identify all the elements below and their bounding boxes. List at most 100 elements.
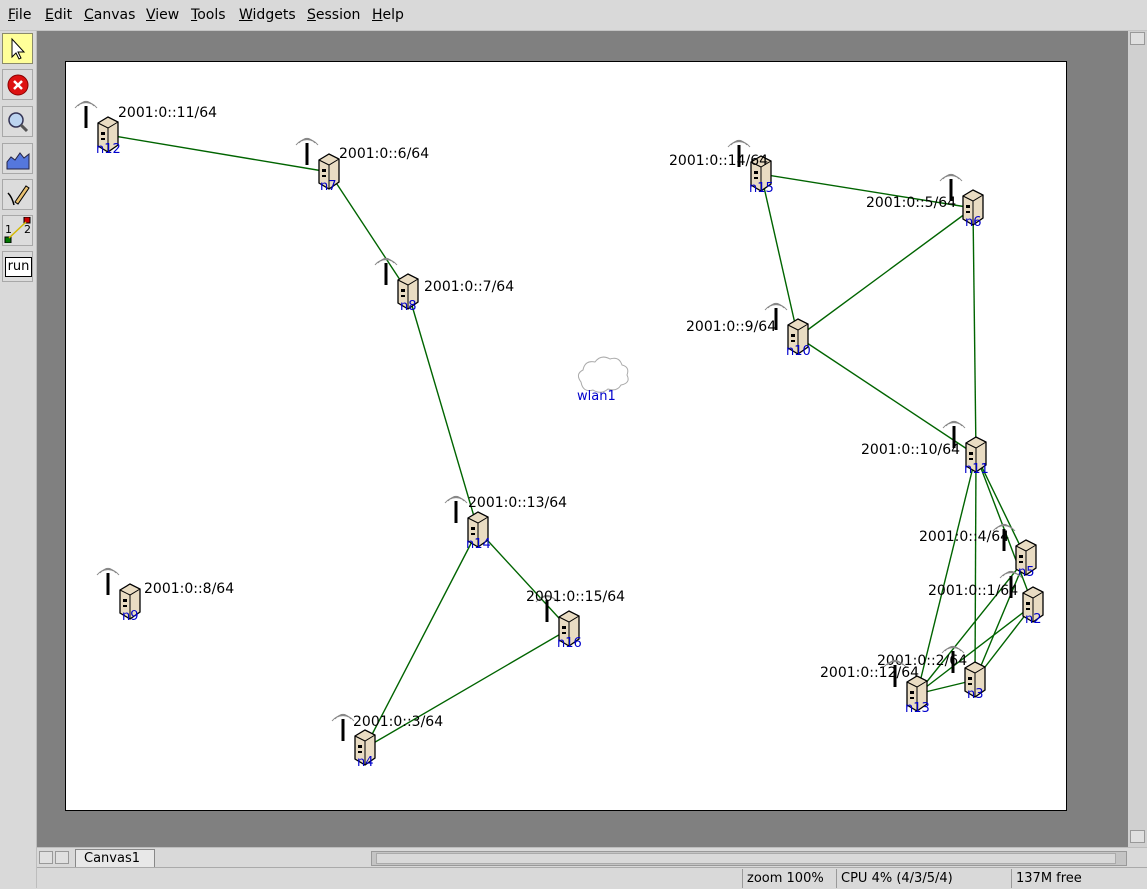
horizontal-scroll-thumb[interactable] — [376, 853, 1116, 864]
link-n7-n8[interactable] — [328, 171, 409, 293]
menu-edit[interactable]: Edit — [45, 7, 73, 23]
router-icon — [397, 273, 419, 310]
ipv6-address-label: 2001:0::9/64 — [686, 319, 776, 335]
zoom-tool-button[interactable] — [2, 106, 33, 137]
link-n15-n6[interactable] — [760, 173, 974, 209]
antenna-icon — [444, 495, 468, 523]
link-n5-n3[interactable] — [974, 557, 1027, 681]
node-label: n4 — [357, 755, 374, 770]
cpu-status: CPU 4% (4/3/5/4) — [836, 869, 1011, 888]
stop-session-button[interactable] — [2, 69, 33, 100]
draw-tool-button[interactable] — [2, 179, 33, 210]
link-n11-n13[interactable] — [916, 454, 977, 695]
topology-drawing[interactable]: wlan1 n122001:0::11/64n72001:0::6/64n820… — [66, 62, 1066, 810]
router-icon — [750, 155, 772, 192]
link-n5-n13[interactable] — [916, 557, 1027, 695]
link-n10-n11[interactable] — [797, 336, 977, 456]
ipv6-address-label: 2001:0::12/64 — [820, 665, 919, 681]
select-tool-button[interactable] — [2, 33, 33, 64]
ipv6-address-label: 2001:0::13/64 — [468, 495, 567, 511]
vertical-scrollbar[interactable] — [1128, 31, 1147, 847]
antenna-icon — [939, 173, 963, 201]
antenna-icon — [941, 645, 965, 673]
menu-bar: File Edit Canvas View Tools Widgets Sess… — [0, 0, 1147, 31]
link-n2-n13[interactable] — [916, 604, 1034, 695]
wlan-cloud-icon[interactable] — [577, 356, 629, 393]
tab-scroll-right-arrow[interactable] — [55, 851, 69, 864]
wlan-label: wlan1 — [577, 389, 616, 404]
menu-widgets[interactable]: Widgets — [239, 7, 296, 23]
ipv6-address-label: 2001:0::10/64 — [861, 442, 960, 458]
horizontal-scrollbar[interactable] — [371, 851, 1127, 866]
node-label: n8 — [400, 299, 417, 314]
link-icon: 1 2 — [4, 217, 31, 243]
plot-tool-button[interactable] — [2, 143, 33, 174]
node-label: n14 — [466, 537, 491, 552]
router-node-n12[interactable]: n12 2001:0::11/64 — [74, 100, 217, 157]
link-n6-n11[interactable] — [972, 207, 977, 456]
menu-canvas[interactable]: Canvas — [84, 7, 136, 23]
link-n12-n7[interactable] — [107, 134, 330, 173]
antenna-icon — [883, 659, 907, 687]
link-n8-n14[interactable] — [407, 291, 479, 531]
router-icon — [906, 675, 928, 712]
router-icon — [318, 153, 340, 190]
router-node-n13[interactable]: n13 2001:0::12/64 — [820, 659, 930, 716]
link-n14-n4[interactable] — [364, 529, 479, 749]
node-label: n10 — [786, 344, 811, 359]
node-label: n13 — [905, 701, 930, 716]
tab-canvas1[interactable]: Canvas1 — [75, 849, 155, 867]
link-n11-n3[interactable] — [974, 454, 977, 681]
link-n10-n6[interactable] — [797, 207, 974, 338]
router-icon — [97, 116, 119, 153]
router-node-n10[interactable]: n10 2001:0::9/64 — [686, 302, 811, 359]
menu-session[interactable]: Session — [307, 7, 361, 23]
antenna-icon — [999, 570, 1023, 598]
stop-icon — [7, 74, 29, 96]
node-label: n5 — [1018, 565, 1035, 580]
zoom-status: zoom 100% — [742, 869, 836, 888]
memory-status: 137M free — [1011, 869, 1147, 888]
ipv6-address-label: 2001:0::1/64 — [928, 583, 1018, 599]
link-tool-to-label: 2 — [24, 223, 31, 236]
pointer-icon — [11, 37, 26, 60]
scroll-up-arrow[interactable] — [1130, 32, 1145, 45]
antenna-icon — [374, 257, 398, 285]
run-label: run — [5, 257, 32, 277]
link-n15-n10[interactable] — [760, 173, 799, 338]
link-n14-n16[interactable] — [477, 529, 570, 630]
antenna-icon — [992, 523, 1016, 551]
menu-view[interactable]: View — [146, 7, 180, 23]
tab-scroll-left-arrow[interactable] — [39, 851, 53, 864]
router-icon — [1015, 539, 1037, 576]
router-icon — [558, 610, 580, 647]
graph-icon — [6, 152, 30, 170]
ipv6-address-label: 2001:0::11/64 — [118, 105, 217, 121]
router-icon — [354, 729, 376, 766]
ipv6-address-label: 2001:0::5/64 — [866, 195, 956, 211]
scroll-down-arrow[interactable] — [1130, 830, 1145, 843]
menu-help[interactable]: Help — [372, 7, 404, 23]
router-node-n14[interactable]: n14 2001:0::13/64 — [444, 495, 567, 552]
link-n4-n16[interactable] — [364, 628, 570, 749]
node-label: n12 — [96, 142, 121, 157]
menu-tools[interactable]: Tools — [191, 7, 226, 23]
run-tool-button[interactable]: run — [2, 251, 33, 282]
link-tool-button[interactable]: 1 2 — [2, 215, 33, 246]
link-n11-n5[interactable] — [975, 454, 1027, 559]
link-tool-from-label: 1 — [5, 223, 12, 236]
menu-file[interactable]: File — [8, 7, 32, 23]
